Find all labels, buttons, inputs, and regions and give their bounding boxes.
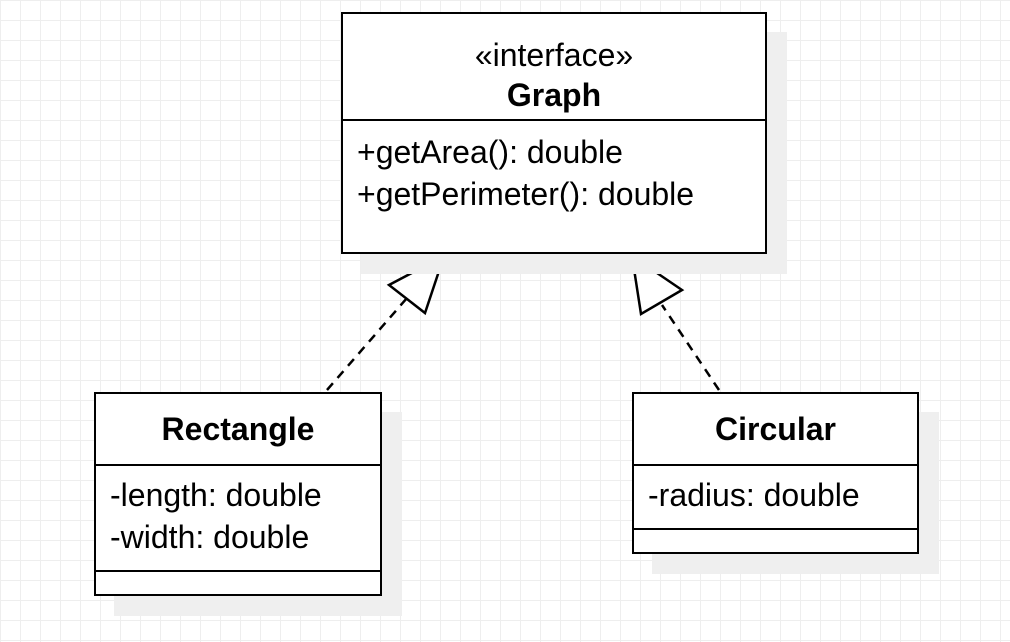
rectangle-operations <box>96 572 380 594</box>
attribute-width: -width: double <box>110 519 310 555</box>
rectangle-realization-line <box>326 297 408 391</box>
circular-class-name: Circular <box>715 411 836 447</box>
interface-stereotype: «interface» <box>474 37 634 73</box>
operation-get-perimeter: +getPerimeter(): double <box>357 176 695 212</box>
rectangle-class-box[interactable]: Rectangle -length: double -width: double <box>94 392 382 596</box>
attribute-radius: -radius: double <box>648 477 860 513</box>
graph-interface-box[interactable]: «interface» Graph +getArea(): double +ge… <box>341 12 767 254</box>
rectangle-class-name: Rectangle <box>161 411 315 447</box>
rectangle-realization-arrowhead <box>386 253 447 316</box>
graph-operations: +getArea(): double +getPerimeter(): doub… <box>343 121 765 215</box>
circular-attributes: -radius: double <box>634 466 917 530</box>
circular-realization-line <box>660 304 721 391</box>
circular-operations <box>634 530 917 552</box>
rectangle-header: Rectangle <box>96 394 380 466</box>
circular-class-box[interactable]: Circular -radius: double <box>632 392 919 554</box>
graph-class-name: Graph <box>506 77 602 113</box>
rectangle-attributes: -length: double -width: double <box>96 466 380 572</box>
graph-header: «interface» Graph <box>343 14 765 121</box>
attribute-length: -length: double <box>110 477 322 513</box>
operation-get-area: +getArea(): double <box>357 134 623 170</box>
circular-realization-arrowhead <box>630 253 685 317</box>
circular-header: Circular <box>634 394 917 466</box>
